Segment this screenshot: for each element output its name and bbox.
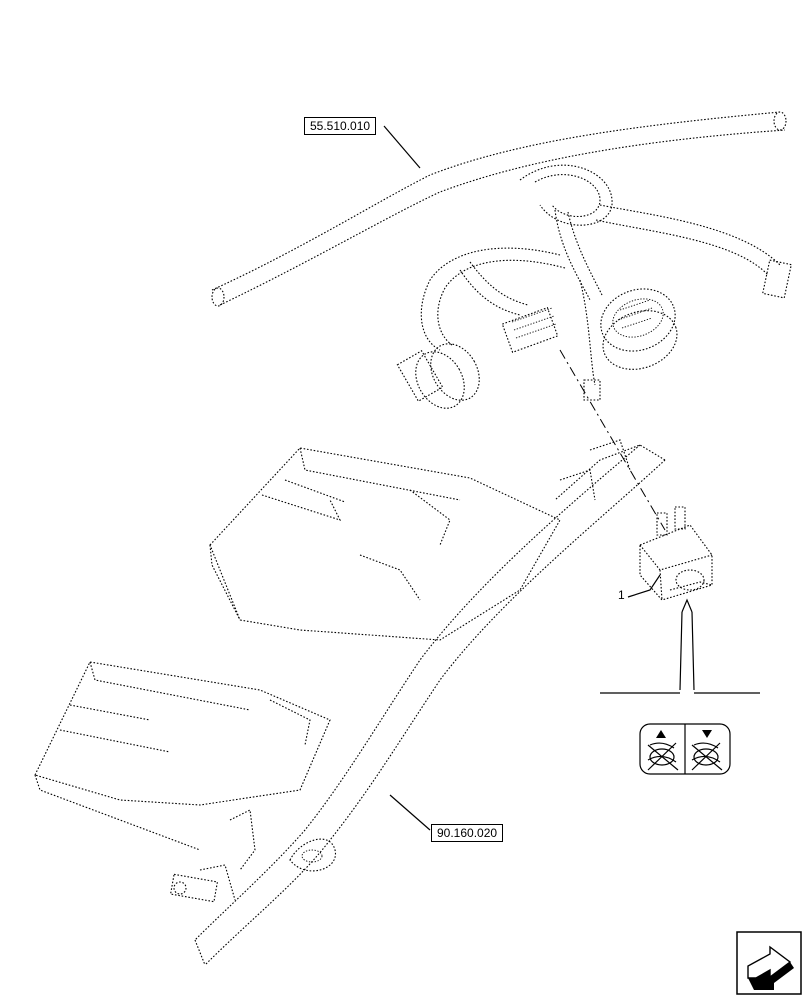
harness-reference-label[interactable]: 55.510.010 [304, 117, 377, 135]
suspension-switch [639, 506, 713, 601]
switch-symbol-panel [639, 723, 731, 775]
switch-legend-pointer [600, 598, 760, 694]
mudguard-bracket [34, 439, 666, 966]
leader-harness-ref [383, 125, 421, 169]
wiring-harness [211, 111, 792, 409]
callout-leader-1 [627, 574, 661, 598]
suspension-lower-icon [691, 730, 723, 771]
leader-mudguard-ref [389, 794, 431, 831]
suspension-raise-icon [647, 730, 679, 771]
item-callout-number: 1 [618, 588, 625, 602]
mudguard-reference-label[interactable]: 90.160.020 [431, 824, 504, 842]
back-arrow-icon[interactable] [736, 931, 802, 995]
assembly-line [559, 349, 666, 531]
